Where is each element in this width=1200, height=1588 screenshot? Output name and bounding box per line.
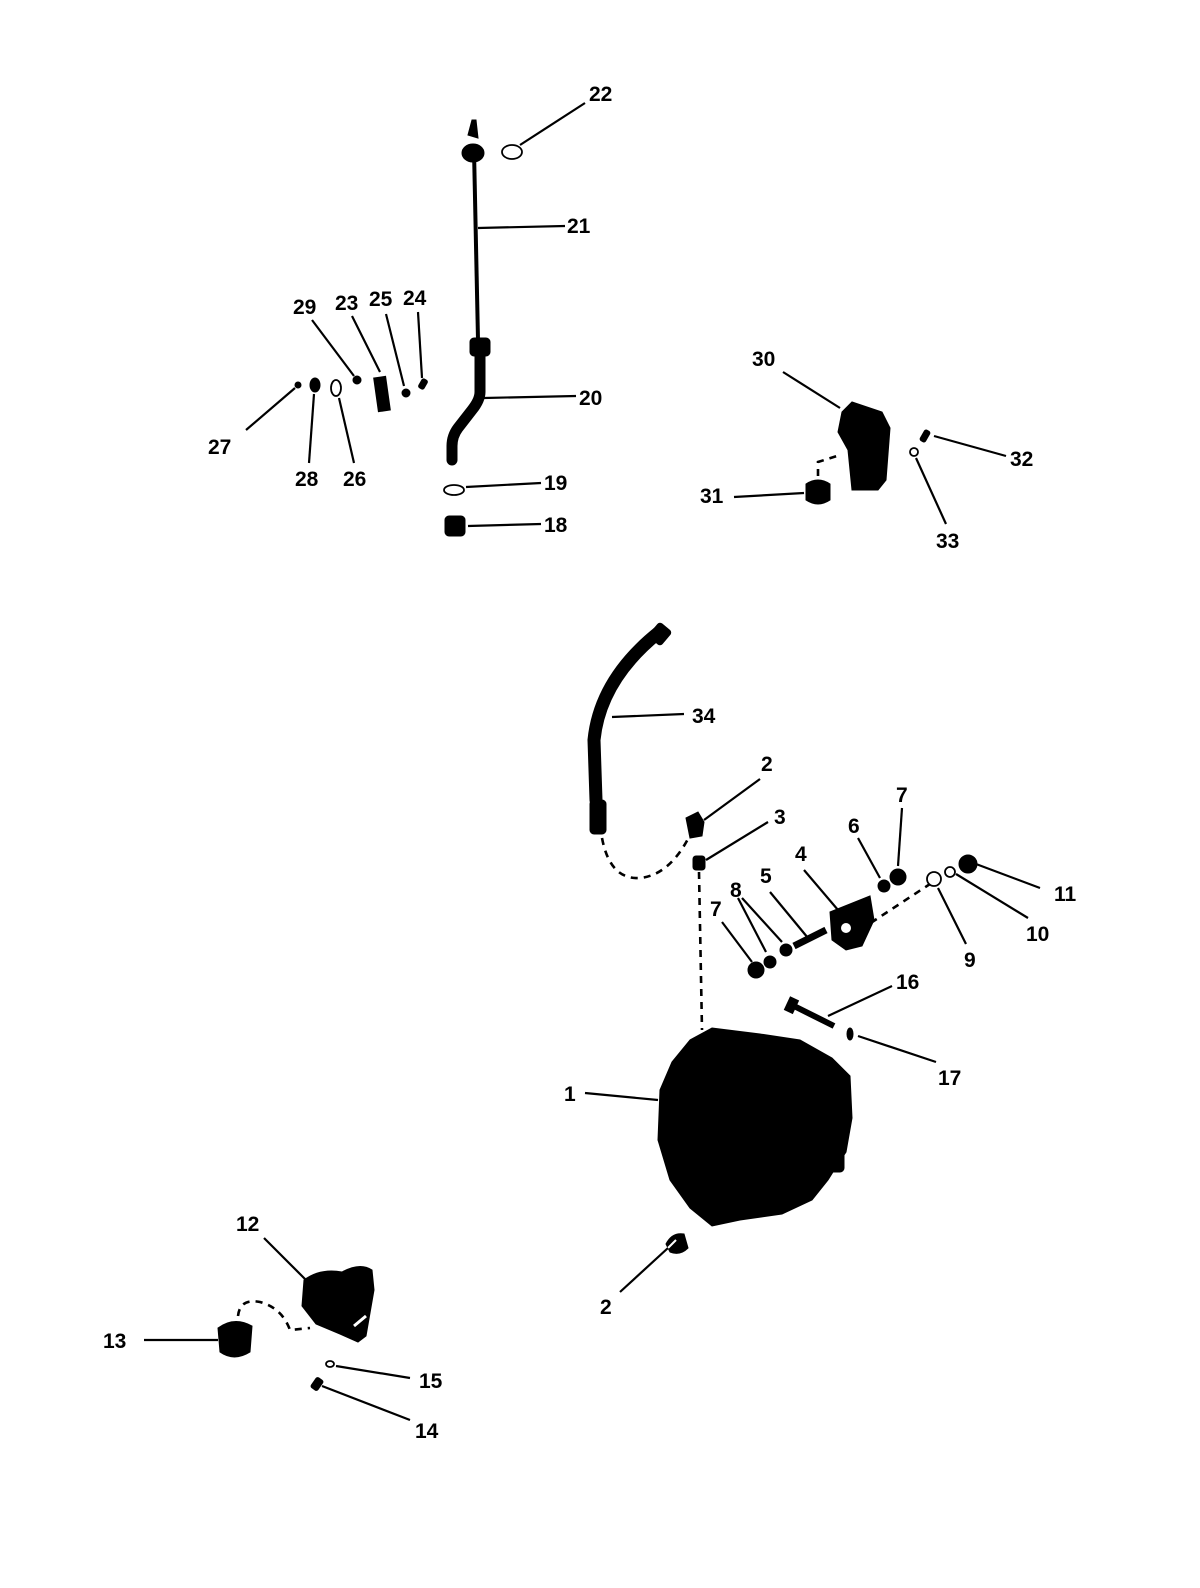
part-31-rubber-mount [805, 479, 831, 505]
callout-8: 8 [730, 879, 742, 902]
callout-22: 22 [589, 83, 612, 106]
dipstick-assembly [443, 119, 523, 537]
callout-14: 14 [415, 1420, 439, 1443]
small-hardware-group [294, 375, 428, 413]
part-23-bracket [373, 375, 391, 413]
part-6-washer [877, 879, 891, 893]
part-26-clamp [330, 379, 342, 397]
callout-34: 34 [692, 705, 716, 728]
callout-2-upper: 2 [761, 753, 773, 776]
leader-lines [144, 102, 1041, 1422]
callout-20: 20 [579, 387, 602, 410]
callout-31: 31 [700, 485, 724, 508]
part-25-nut [401, 388, 411, 398]
part-10-lockwasher [944, 866, 956, 878]
part-3-fitting [692, 855, 706, 871]
part-4-bracket [829, 895, 875, 951]
callout-25: 25 [369, 288, 393, 311]
part-1-housing [657, 1027, 853, 1227]
part-7-nut-right [889, 868, 907, 886]
part-21-dipstick-cap [461, 143, 485, 163]
callout-7-right: 7 [896, 784, 908, 807]
part-17-washer [846, 1027, 854, 1041]
part-27-washer [294, 381, 302, 389]
callout-labels: 22 21 29 23 25 24 20 27 28 26 19 18 30 3… [103, 83, 1077, 1443]
callout-15: 15 [419, 1370, 443, 1393]
part-19-o-ring [443, 484, 465, 496]
part-2-elbow-upper [685, 811, 705, 839]
part-33-washer [909, 447, 919, 457]
callout-10: 10 [1026, 923, 1049, 946]
callout-17: 17 [938, 1067, 961, 1090]
callout-3: 3 [774, 806, 786, 829]
callout-6: 6 [848, 815, 860, 838]
part-21-dipstick [472, 149, 480, 341]
callout-23: 23 [335, 292, 358, 315]
mount-upper-assembly [805, 401, 931, 505]
part-15-washer [325, 1360, 335, 1368]
part-2-elbow-lower [665, 1233, 689, 1254]
part-28-nut [309, 377, 321, 393]
part-21-dipstick-tip [467, 119, 479, 139]
part-30-mount-bracket [837, 401, 891, 491]
part-34-hose [587, 626, 665, 807]
part-16-bolt [790, 1002, 836, 1029]
part-14-screw [310, 1377, 324, 1391]
bracket-hardware-group [747, 854, 978, 979]
callout-32: 32 [1010, 448, 1033, 471]
callout-5: 5 [760, 865, 772, 888]
part-29-washer [352, 375, 362, 385]
callout-12: 12 [236, 1213, 259, 1236]
part-13-rubber-mount [217, 1321, 253, 1358]
part-34-hose-end-fitting [589, 799, 607, 835]
mount-lower-assembly [217, 1266, 375, 1391]
main-housing-assembly [657, 1027, 853, 1254]
callout-18: 18 [544, 514, 568, 537]
callout-13: 13 [103, 1330, 126, 1353]
callout-7-left: 7 [710, 898, 722, 921]
part-20-dipstick-tube [446, 339, 486, 466]
callout-26: 26 [343, 468, 366, 491]
hose-assembly [587, 622, 706, 1031]
part-24-screw [418, 378, 428, 390]
bolt-group [783, 996, 854, 1041]
callout-30: 30 [752, 348, 775, 371]
callout-9: 9 [964, 949, 976, 972]
callout-19: 19 [544, 472, 567, 495]
callout-28: 28 [295, 468, 319, 491]
part-7-nut-left [747, 961, 765, 979]
part-12-mount-bracket [301, 1266, 375, 1343]
callout-4: 4 [795, 843, 807, 866]
part-5-stud [792, 926, 828, 950]
part-22-o-ring [501, 144, 523, 160]
part-34-hose-top-fitting [648, 622, 672, 646]
part-9-washer [926, 871, 942, 887]
part-8-washer-b [763, 955, 777, 969]
callout-21: 21 [567, 215, 591, 238]
callout-11: 11 [1054, 883, 1077, 906]
part-32-screw [919, 429, 931, 443]
callout-29: 29 [293, 296, 316, 319]
callout-2-lower: 2 [600, 1296, 612, 1319]
part-20-tube-collar [469, 337, 491, 357]
callout-33: 33 [936, 530, 959, 553]
callout-24: 24 [403, 287, 427, 310]
part-18-fitting [444, 515, 466, 537]
callout-27: 27 [208, 436, 231, 459]
callout-16: 16 [896, 971, 919, 994]
part-8-washer-a [779, 943, 793, 957]
callout-1: 1 [564, 1083, 576, 1106]
part-11-nut [958, 854, 978, 874]
